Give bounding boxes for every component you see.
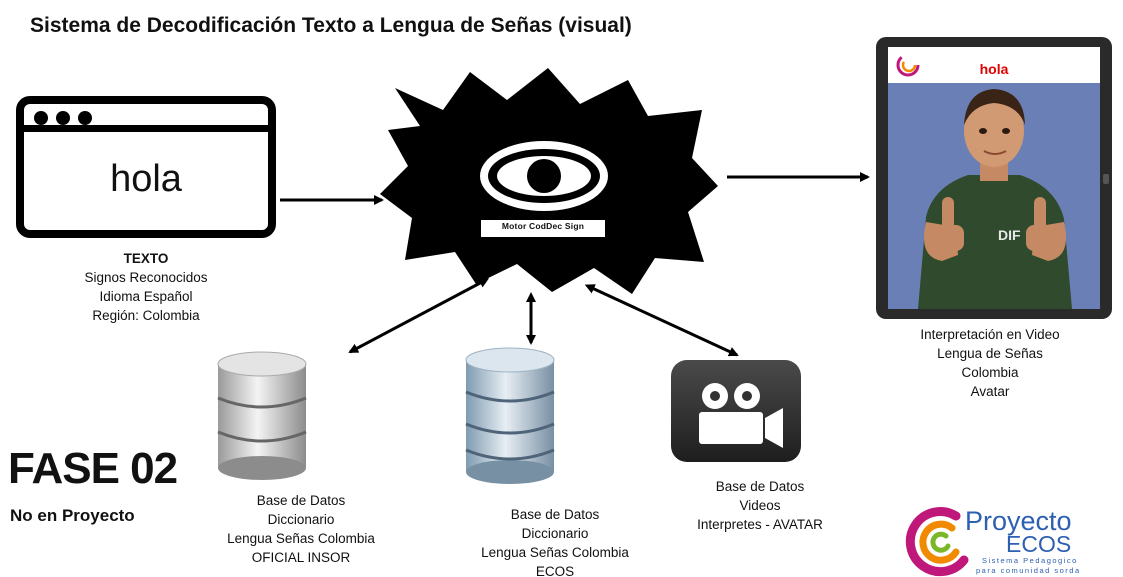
output-caption-line: Colombia <box>961 365 1019 380</box>
arrow-engine-db1 <box>348 278 490 354</box>
video-camera-icon <box>671 360 801 462</box>
db-caption-line: Lengua Señas Colombia <box>227 531 375 546</box>
logo-tagline: Sistema Pedagogico <box>982 556 1078 565</box>
logo-tagline: para comunidad sorda <box>976 566 1081 575</box>
input-caption-line: Signos Reconocidos <box>84 270 208 285</box>
output-caption-line: Avatar <box>970 384 1010 399</box>
db-caption-line: Videos <box>739 498 781 513</box>
database-insor-caption: Base de Datos Diccionario Lengua Señas C… <box>196 491 406 567</box>
input-caption-line: Región: Colombia <box>92 308 200 323</box>
db-caption-line: ECOS <box>535 564 575 577</box>
input-caption-title: TEXTO <box>123 251 169 266</box>
phase-label: FASE 02 <box>8 444 178 493</box>
database-ecos-icon <box>465 347 555 484</box>
logo-subtitle: ECOS <box>1006 531 1072 557</box>
logo-title: Proyecto <box>965 506 1072 536</box>
phase-note: No en Proyecto <box>10 506 135 525</box>
avatar-icon <box>918 89 1072 309</box>
database-ecos-caption: Base de Datos Diccionario Lengua Señas C… <box>450 505 660 577</box>
db-caption-line: Diccionario <box>267 512 335 527</box>
shirt-text: DIF <box>998 227 1021 243</box>
window-dot-icon <box>78 111 92 125</box>
db-caption-line: Base de Datos <box>510 507 600 522</box>
diagram-title: Sistema de Decodificación Texto a Lengua… <box>30 14 632 37</box>
ecos-mini-logo-icon <box>896 53 920 77</box>
database-videos-caption: Base de Datos Videos Interpretes - AVATA… <box>660 477 860 534</box>
tablet-device: hola DIF <box>876 37 1112 319</box>
window-dot-icon <box>34 111 48 125</box>
engine-shape <box>380 68 718 294</box>
browser-window: hola <box>16 96 276 238</box>
db-caption-line: Interpretes - AVATAR <box>697 517 823 532</box>
input-caption: TEXTO Signos Reconocidos Idioma Español … <box>66 249 226 325</box>
eye-icon <box>505 146 585 206</box>
db-caption-line: Lengua Señas Colombia <box>481 545 629 560</box>
screen-title: hola <box>979 61 1009 77</box>
output-caption-line: Lengua de Señas <box>937 346 1043 361</box>
browser-text: hola <box>110 158 182 200</box>
db-caption-line: Base de Datos <box>715 479 805 494</box>
avatar-video-screen: hola DIF <box>888 47 1100 309</box>
db-caption-line: OFICIAL INSOR <box>251 550 351 565</box>
db-caption-line: Diccionario <box>521 526 589 541</box>
database-insor-icon <box>217 351 307 480</box>
browser-titlebar <box>24 104 268 132</box>
ecos-logo-icon <box>905 507 969 577</box>
output-caption-line: Interpretación en Video <box>920 327 1060 342</box>
engine-label: Motor CodDec Sign <box>501 221 585 231</box>
window-dot-icon <box>56 111 70 125</box>
input-caption-line: Idioma Español <box>99 289 193 304</box>
arrow-engine-videos <box>584 284 739 357</box>
tablet-button <box>1103 174 1109 184</box>
db-caption-line: Base de Datos <box>256 493 346 508</box>
output-caption: Interpretación en Video Lengua de Señas … <box>895 325 1085 401</box>
